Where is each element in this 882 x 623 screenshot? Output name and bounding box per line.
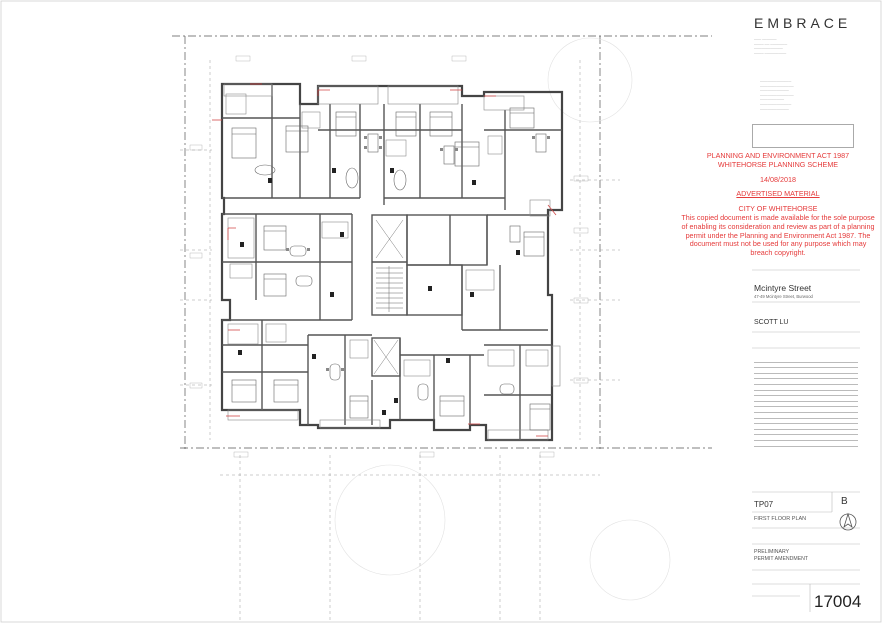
- notes-box: [752, 124, 854, 148]
- job-number: 17004: [814, 592, 862, 611]
- stamp-council: CITY OF WHITEHORSE: [738, 204, 818, 214]
- company-logo: EMBRACE: [754, 15, 852, 31]
- general-notes-text: ────────────────────────────────────────…: [760, 80, 794, 112]
- revision-letter: B: [841, 496, 848, 507]
- stamp-date: 14/08/2018: [760, 174, 796, 184]
- status-line-2: PERMIT AMENDMENT: [754, 555, 809, 562]
- revision-table: [754, 357, 858, 447]
- project-address: 47-49 Mcintyre Street, Burwood: [754, 294, 813, 299]
- stamp-scheme: WHITEHORSE PLANNING SCHEME: [717, 159, 839, 169]
- stamp-heading: ADVERTISED MATERIAL: [736, 189, 820, 199]
- drawing-title: FIRST FLOOR PLAN: [754, 516, 807, 522]
- company-details-text: ─── ────────── ── ──────────────────────…: [754, 38, 788, 56]
- stamp-act: PLANNING AND ENVIRONMENT ACT 1987: [706, 151, 850, 160]
- drawing-number: TP07: [754, 500, 774, 509]
- drawing-status: PRELIMINARY PERMIT AMENDMENT: [754, 549, 808, 562]
- stamp-body: This copied document is made available f…: [681, 212, 875, 258]
- client-name: SCOTT LU: [754, 319, 789, 326]
- status-line-1: PRELIMINARY: [754, 549, 790, 555]
- advertised-material-stamp: PLANNING AND ENVIRONMENT ACT 1987 WHITEH…: [678, 151, 878, 258]
- north-arrow-icon: [839, 512, 857, 531]
- project-name: Mcintyre Street: [754, 283, 812, 293]
